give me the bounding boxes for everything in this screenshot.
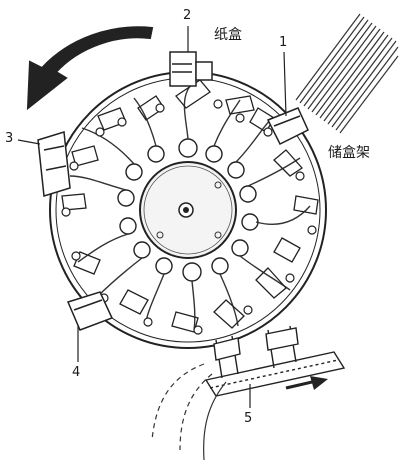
pivot-bolts — [61, 99, 317, 335]
label-4: 4 — [72, 365, 81, 380]
lower-left-station — [66, 291, 114, 331]
leader-lines — [17, 26, 287, 408]
rotation-arrow — [26, 26, 154, 111]
carton-magazine — [169, 51, 213, 87]
label-paper-box: 纸盒 — [214, 27, 242, 43]
left-station — [37, 131, 71, 197]
label-3: 3 — [5, 131, 14, 146]
label-box-rack: 储盒架 — [328, 145, 370, 161]
rack-feed-head — [266, 107, 309, 146]
label-5: 5 — [244, 411, 253, 426]
conveyor-arrow — [285, 376, 328, 390]
label-2: 2 — [183, 8, 192, 23]
conveyor-chain — [204, 325, 346, 397]
transfer-trajectories — [151, 363, 227, 461]
box-rack-stripes — [295, 13, 399, 134]
label-1: 1 — [279, 35, 288, 50]
central-hub — [139, 161, 237, 259]
